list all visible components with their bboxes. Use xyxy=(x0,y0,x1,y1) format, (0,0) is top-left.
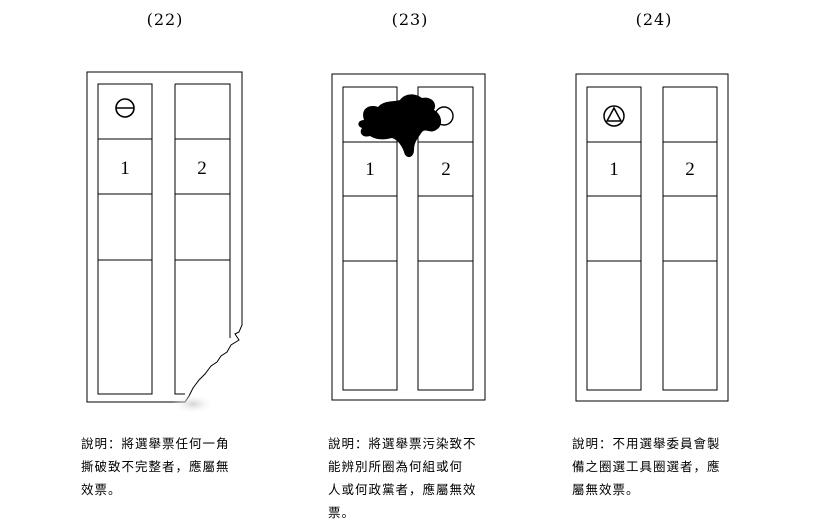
circle-triangle-icon xyxy=(603,105,625,127)
candidate-column-2 xyxy=(417,86,474,391)
candidate-number-1: 1 xyxy=(120,158,130,179)
ballot-outline xyxy=(86,71,243,403)
figure-number: (24) xyxy=(635,10,673,29)
caption: 說明：將選舉票污染致不 能辨別所圈為何組或何 人或何政黨者，應屬無效 票。 xyxy=(328,436,477,520)
candidate-number-2: 2 xyxy=(441,159,451,180)
candidate-column-1 xyxy=(586,86,642,391)
figure-22: (22) 1 2 說明： xyxy=(35,0,295,524)
candidate-column-1 xyxy=(97,83,153,395)
circle-minus-icon xyxy=(115,98,135,118)
ballot-23: 1 2 xyxy=(331,73,486,401)
caption: 說明：不用選舉委員會製 備之圈選工具圈選者，應 屬無效票。 xyxy=(572,436,721,497)
candidate-column-2 xyxy=(662,86,718,391)
candidate-number-2: 2 xyxy=(685,159,695,180)
candidate-column-1 xyxy=(342,86,398,391)
figure-24: (24) 1 2 說明：不用選舉委員會製 備之圈選工具圈選者，應 屬無效票。 xyxy=(524,0,784,524)
candidate-number-1: 1 xyxy=(365,159,375,180)
figure-number: (22) xyxy=(146,10,184,29)
ink-stain xyxy=(358,94,442,158)
ballot-outline xyxy=(575,73,729,402)
candidate-column-2 xyxy=(174,83,231,395)
figure-23: (23) 1 2 說明：將選舉票污染致不 能辨別所圈為何組或何 人或何政黨者，應… xyxy=(280,0,540,524)
ballot-24: 1 2 xyxy=(575,73,729,402)
candidate-number-2: 2 xyxy=(197,158,207,179)
candidate-number-1: 1 xyxy=(609,159,619,180)
figure-number: (23) xyxy=(391,10,429,29)
torn-shadow xyxy=(171,394,215,414)
ballot-22: 1 2 xyxy=(86,71,243,414)
caption: 說明：將選舉票任何一角 撕破致不完整者，應屬無 效票。 xyxy=(81,436,230,497)
